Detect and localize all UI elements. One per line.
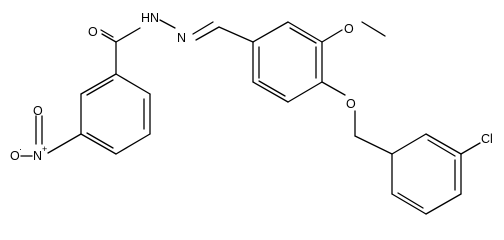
bond <box>460 142 481 155</box>
nitro-nitrogen-label: N <box>33 149 42 163</box>
bond <box>287 81 323 103</box>
methoxy-oxygen-label: O <box>344 22 354 36</box>
bond <box>115 73 151 95</box>
bond <box>425 133 462 155</box>
methoxyphenyl-ring <box>252 21 323 103</box>
nitrobenzoyl-ring <box>80 73 151 155</box>
structure-diagram: O H N N O O Cl O N + O · <box>10 11 493 215</box>
bond <box>218 26 254 43</box>
bond <box>159 19 176 29</box>
benzyl-ether <box>321 81 393 155</box>
bond <box>192 21 214 35</box>
bond <box>427 139 456 157</box>
bond <box>354 135 393 155</box>
nitro-oxygen-top-label: O <box>33 104 43 118</box>
bond <box>115 27 141 43</box>
bond <box>321 81 346 96</box>
bond <box>100 29 114 38</box>
bond <box>80 133 117 155</box>
bond <box>252 21 289 43</box>
bond <box>391 133 427 155</box>
hydrazide-h-label: H <box>141 11 150 25</box>
nitro-oxygen-right-label: O <box>10 149 20 163</box>
bond <box>391 193 427 215</box>
chlorophenyl-ring <box>391 133 481 215</box>
bond <box>289 27 317 44</box>
carbonyl-oxygen-label: O <box>88 25 98 39</box>
bond <box>397 192 424 209</box>
bond <box>115 133 151 155</box>
atom-labels: O H N N O O Cl O N + O · <box>10 11 493 163</box>
bond <box>425 193 462 215</box>
bond <box>86 79 114 96</box>
chlorine-label: Cl <box>481 132 493 146</box>
bond <box>101 33 117 43</box>
hydrazide-n-label: N <box>150 11 159 25</box>
bond <box>321 29 343 43</box>
bond <box>287 21 323 43</box>
bond <box>252 81 289 103</box>
nitro-charge-label: + <box>42 144 47 154</box>
bond <box>47 133 82 154</box>
molecule-canvas: O H N N O O Cl O N + O · <box>10 11 493 215</box>
hydrazone-linker <box>100 19 254 75</box>
bond <box>195 26 220 41</box>
bond <box>258 80 286 97</box>
methoxy-group <box>321 21 386 43</box>
nitro-radical-label: · <box>19 144 22 154</box>
nitro-group <box>20 115 82 157</box>
imine-n-label: N <box>177 31 186 45</box>
bond <box>361 21 386 37</box>
ether-oxygen-label: O <box>346 97 356 111</box>
bond <box>86 132 114 149</box>
bond <box>80 73 117 95</box>
